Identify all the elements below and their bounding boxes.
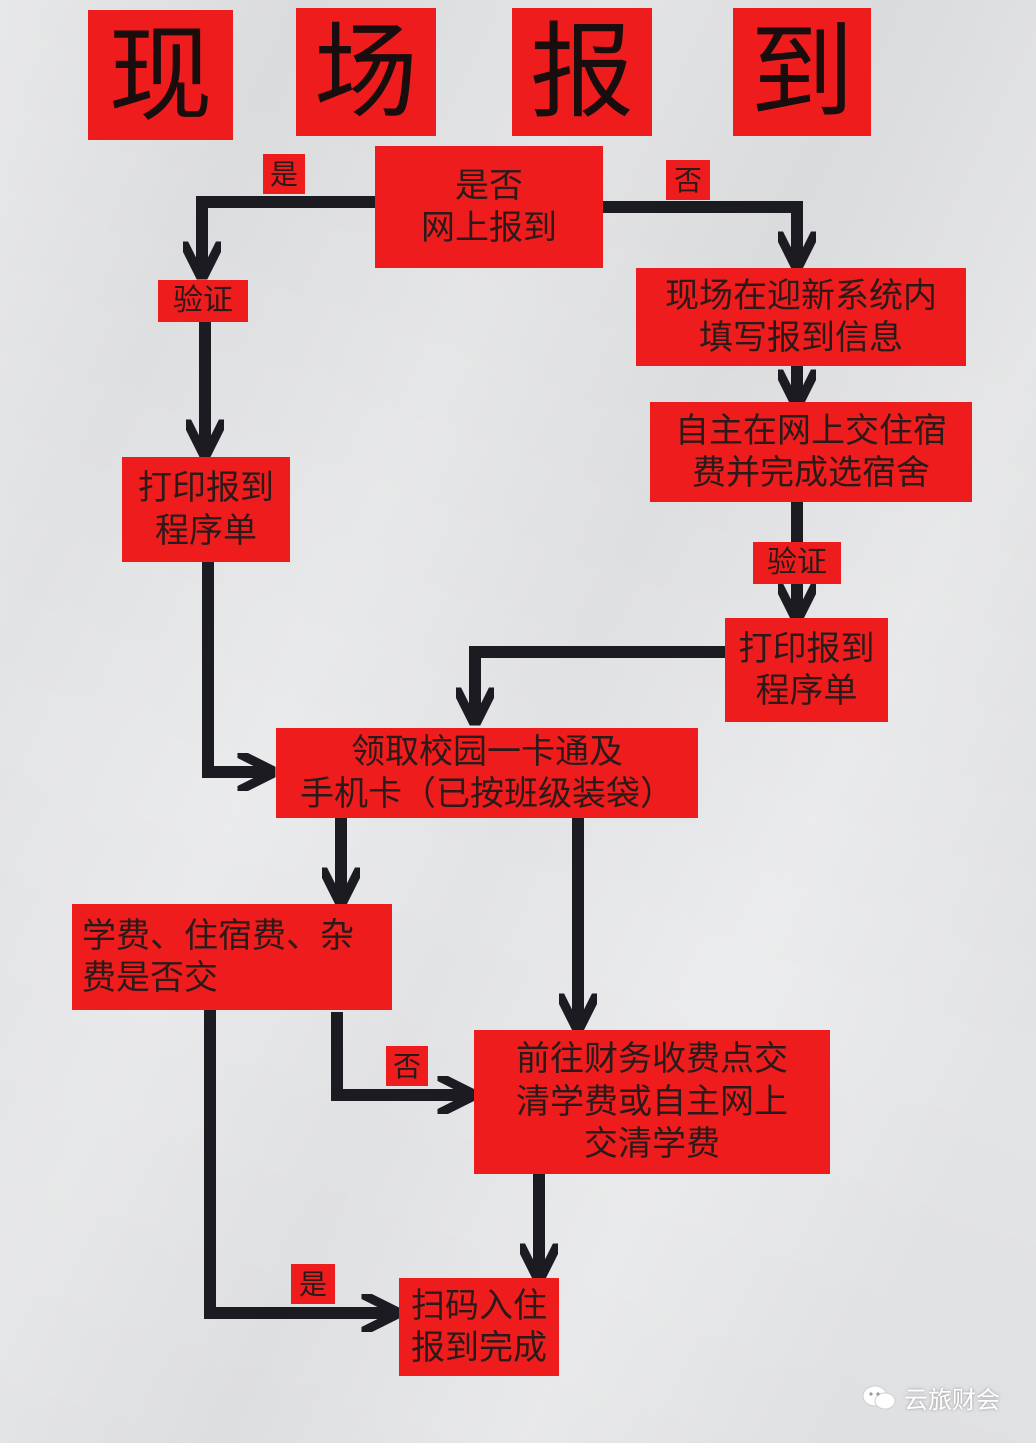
node-fee-check: 学费、住宿费、杂 费是否交 bbox=[72, 904, 392, 1010]
node-right-print: 打印报到 程序单 bbox=[725, 618, 888, 722]
label-yes-fee: 是 bbox=[291, 1264, 335, 1304]
node-fill-info: 现场在迎新系统内 填写报到信息 bbox=[636, 268, 966, 366]
title-char-4: 到 bbox=[733, 8, 871, 136]
arrow-left-print-to-card bbox=[202, 562, 268, 772]
label-no-online: 否 bbox=[666, 160, 710, 200]
arrow-yes-to-verify bbox=[202, 196, 375, 272]
wechat-icon bbox=[862, 1385, 896, 1409]
node-pay-dorm: 自主在网上交住宿 费并完成选宿舍 bbox=[650, 402, 972, 502]
node-card: 领取校园一卡通及 手机卡（已按班级装袋） bbox=[276, 728, 698, 818]
node-scan-done: 扫码入住 报到完成 bbox=[399, 1278, 559, 1376]
label-yes-online: 是 bbox=[263, 154, 305, 194]
node-online-check: 是否 网上报到 bbox=[375, 146, 603, 268]
node-pay-tuition: 前往财务收费点交 清学费或自主网上 交清学费 bbox=[474, 1030, 830, 1174]
arrow-fee-no-to-tuition bbox=[331, 1012, 468, 1095]
watermark: 云旅财会 bbox=[862, 1380, 1000, 1415]
node-left-verify: 验证 bbox=[158, 280, 248, 322]
watermark-text: 云旅财会 bbox=[904, 1386, 1000, 1414]
label-no-fee: 否 bbox=[386, 1046, 428, 1086]
node-right-verify: 验证 bbox=[753, 542, 841, 584]
arrow-no-to-fill bbox=[602, 201, 797, 262]
arrow-right-print-to-card bbox=[475, 646, 725, 718]
title-char-1: 现 bbox=[88, 10, 233, 140]
title-char-2: 场 bbox=[296, 8, 436, 136]
arrow-fee-yes-to-done bbox=[204, 1008, 392, 1313]
title-char-3: 报 bbox=[512, 8, 652, 136]
node-left-print: 打印报到 程序单 bbox=[122, 457, 290, 562]
